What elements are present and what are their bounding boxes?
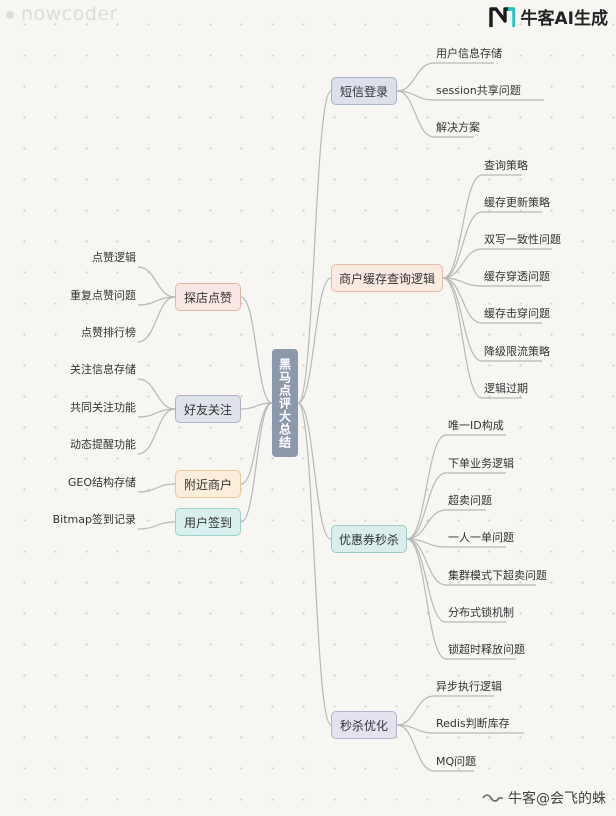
connector-line — [297, 90, 332, 404]
connector-line — [396, 724, 435, 772]
leaf-item: 降级限流策略 — [484, 345, 550, 358]
nowcoder-logo-icon — [488, 6, 515, 27]
nowcoder-watermark: nowcoder — [6, 3, 118, 25]
leaf-item: 缓存穿透问题 — [484, 270, 550, 283]
nowcoder-mini-logo-icon — [482, 794, 503, 802]
connector-line — [406, 538, 447, 586]
leaf-item: 共同关注功能 — [70, 401, 136, 414]
leaf-item: 一人一单问题 — [448, 531, 514, 544]
connector-line — [406, 434, 447, 540]
connector-line — [406, 509, 447, 540]
connector-line — [137, 378, 176, 410]
leaf-item: 点赞排行榜 — [81, 326, 136, 339]
leaf-item: 双写一致性问题 — [484, 233, 561, 246]
branch-seckill-optimize: 秒杀优化 — [331, 711, 397, 739]
leaf-item: 逻辑过期 — [484, 382, 528, 395]
connector-line — [240, 402, 273, 485]
connector-line — [297, 402, 332, 726]
leaf-item: 重复点赞问题 — [70, 289, 136, 302]
branch-coupon-seckill: 优惠券秒杀 — [331, 525, 407, 553]
connector-line — [240, 402, 273, 523]
leaf-item: 缓存击穿问题 — [484, 307, 550, 320]
connector-line — [406, 538, 447, 623]
connector-line — [240, 296, 273, 404]
branch-user-signin: 用户签到 — [175, 508, 241, 536]
leaf-item: 异步执行逻辑 — [436, 680, 502, 693]
leaf-item: 动态提醒功能 — [70, 438, 136, 451]
connector-line — [442, 277, 483, 399]
leaf-item: 下单业务逻辑 — [448, 457, 514, 470]
connector-line — [297, 402, 332, 540]
branch-shop-likes: 探店点赞 — [175, 283, 241, 311]
connector-line — [137, 408, 176, 455]
dot-icon — [6, 10, 14, 19]
connector-line — [297, 277, 332, 404]
leaf-item: 唯一ID构成 — [448, 419, 504, 432]
connector-line — [137, 296, 176, 343]
branch-sms-login: 短信登录 — [331, 77, 397, 105]
connector-line — [240, 402, 273, 410]
leaf-item: 分布式锁机制 — [448, 606, 514, 619]
connector-line — [442, 211, 483, 279]
brand-title: 牛客AI生成 — [520, 9, 608, 29]
branch-nearby-shops: 附近商户 — [175, 470, 241, 498]
root-node: 黑马点评大总结 — [272, 349, 298, 457]
leaf-item: 点赞逻辑 — [92, 251, 136, 264]
connector-line — [137, 266, 176, 298]
connector-line — [137, 521, 176, 530]
connector-line — [137, 483, 176, 493]
connector-line — [396, 695, 435, 726]
connector-line — [406, 472, 447, 540]
brand-header: 牛客AI生成 — [488, 4, 608, 29]
author-watermark: 牛客@会飞的蛛 — [482, 788, 606, 808]
leaf-item: 缓存更新策略 — [484, 196, 550, 209]
leaf-item: GEO结构存储 — [67, 476, 136, 489]
leaf-item: MQ问题 — [436, 755, 477, 768]
leaf-item: Bitmap签到记录 — [52, 513, 136, 526]
branch-follow: 好友关注 — [175, 395, 241, 423]
connector-line — [442, 277, 483, 362]
leaf-item: Redis判断库存 — [436, 717, 510, 730]
leaf-item: session共享问题 — [436, 84, 521, 97]
connector-line — [442, 277, 483, 324]
connector-line — [406, 538, 447, 660]
connector-line — [442, 248, 483, 279]
leaf-item: 查询策略 — [484, 159, 528, 172]
leaf-item: 用户信息存储 — [436, 47, 502, 60]
leaf-item: 解决方案 — [436, 121, 480, 134]
leaf-item: 超卖问题 — [448, 494, 492, 507]
connector-line — [396, 90, 435, 138]
connector-line — [396, 62, 435, 92]
leaf-item: 锁超时释放问题 — [448, 643, 525, 656]
leaf-item: 集群模式下超卖问题 — [448, 569, 547, 582]
leaf-item: 关注信息存储 — [70, 363, 136, 376]
connector-line — [442, 174, 483, 279]
branch-shop-cache: 商户缓存查询逻辑 — [331, 264, 443, 292]
